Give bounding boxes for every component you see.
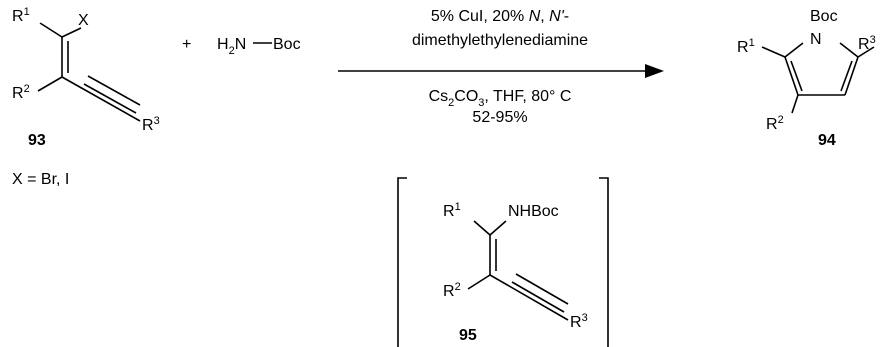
product-94-boc: Boc bbox=[810, 8, 838, 25]
reactant-93-x-definition: X = Br, I bbox=[12, 171, 69, 188]
conditions-line-1: 5% CuI, 20% N, N'- bbox=[431, 8, 569, 25]
compound-number-94: 94 bbox=[818, 132, 836, 149]
intermediate-95-r1: R1 bbox=[443, 201, 461, 220]
intermediate-95-nhboc: NHBoc bbox=[508, 203, 559, 220]
reactant-93-r2: R2 bbox=[12, 83, 30, 102]
intermediate-95-r3: R3 bbox=[570, 312, 588, 331]
conditions-line-4-yield: 52-95% bbox=[472, 109, 527, 126]
reactant-93: R1 X R2 R3 93 X = Br, I bbox=[12, 6, 160, 188]
reaction-conditions: 5% CuI, 20% N, N'- dimethylethylenediami… bbox=[412, 8, 588, 126]
product-94-r1: R1 bbox=[737, 37, 755, 56]
reactant-93-r1: R1 bbox=[12, 6, 30, 25]
intermediate-95-bonds bbox=[467, 220, 569, 321]
compound-number-95: 95 bbox=[459, 327, 477, 344]
amine-boc-label: Boc bbox=[273, 36, 301, 53]
conditions-line-2: dimethylethylenediamine bbox=[412, 32, 588, 49]
reactant-93-x: X bbox=[78, 12, 89, 29]
product-94-r3: R3 bbox=[858, 34, 876, 53]
conditions-line-3: Cs2CO3, THF, 80° C bbox=[429, 88, 572, 109]
pyrrole-ring-bonds bbox=[761, 42, 875, 114]
product-94-n: N bbox=[810, 31, 822, 48]
intermediate-95: R1 NHBoc R2 R3 95 bbox=[397, 177, 609, 347]
right-bracket bbox=[599, 177, 609, 347]
compound-number-93: 93 bbox=[28, 132, 46, 149]
plus-sign: + bbox=[182, 36, 191, 53]
intermediate-95-r2: R2 bbox=[443, 281, 461, 300]
left-bracket bbox=[397, 177, 407, 347]
reactant-93-bonds bbox=[37, 22, 141, 122]
reactant-93-r3: R3 bbox=[142, 115, 160, 134]
reaction-arrow bbox=[338, 64, 664, 78]
reagent-boc-amine: H2N Boc bbox=[217, 36, 301, 57]
amine-h2n-label: H2N bbox=[217, 36, 246, 57]
product-94-r2: R2 bbox=[766, 114, 784, 133]
product-94: Boc N R1 R3 R2 94 bbox=[737, 8, 876, 149]
